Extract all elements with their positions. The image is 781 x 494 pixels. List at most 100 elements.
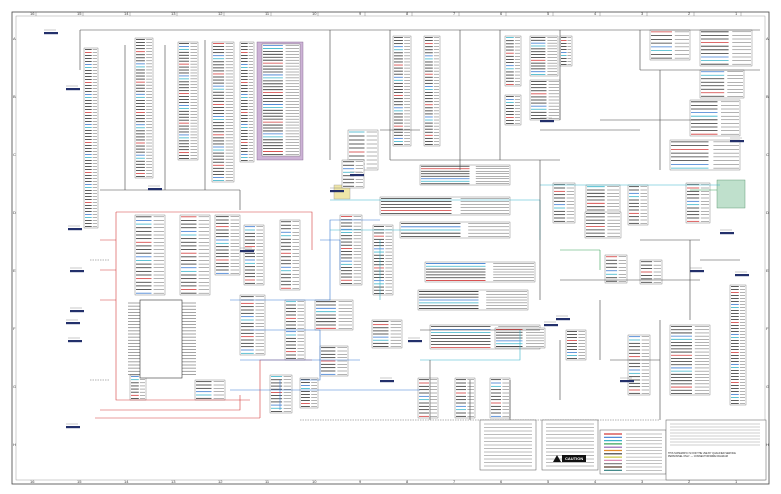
connector-block (699, 69, 745, 99)
border-letter: G (766, 384, 769, 389)
connector-block (214, 214, 241, 276)
connector-block-frame (552, 182, 576, 224)
border-number: 4 (594, 479, 597, 484)
caution-triangle-icon (553, 455, 561, 462)
connector-block (489, 377, 511, 419)
connector-block (669, 324, 711, 396)
border-number: 14 (124, 11, 129, 16)
border-number: 16 (30, 479, 35, 484)
connector-block-frame (423, 35, 441, 147)
border-letter: C (766, 152, 769, 157)
border-number: 15 (77, 479, 82, 484)
border-number: 2 (688, 479, 691, 484)
connector-tag (70, 270, 84, 273)
connector-block (269, 374, 293, 414)
connector-block (559, 35, 573, 67)
connector-block-frame (454, 377, 476, 419)
connector-block-frame (339, 214, 363, 286)
connector-block-frame (194, 379, 226, 401)
connector-block (339, 214, 363, 286)
connector-block (454, 377, 476, 419)
border-number: 15 (77, 11, 82, 16)
connector-block (419, 164, 511, 186)
border-number: 10 (312, 11, 317, 16)
connector-tag (730, 140, 744, 143)
connector-block (423, 35, 441, 147)
wire-runs (79, 29, 760, 421)
connector-tag (66, 426, 80, 429)
border-number: 4 (594, 11, 597, 16)
green-wire (560, 189, 717, 270)
connector-tag (540, 120, 554, 123)
border-number: 6 (500, 479, 503, 484)
title-block-text: THIS SCHEMATIC IS FOR THE USE BY QUALIFI… (668, 452, 770, 482)
connector-block-frame (129, 374, 147, 401)
border-number: 2 (688, 11, 691, 16)
connector-tag (544, 324, 558, 327)
border-number: 1 (735, 11, 738, 16)
connector-block-frame (649, 29, 691, 61)
connector-block (129, 374, 147, 401)
connector-block (669, 139, 741, 171)
connector-block-frame (689, 99, 741, 137)
border-number: 7 (453, 479, 456, 484)
connector-block-frame (504, 35, 522, 87)
connector-tag (66, 88, 80, 91)
connector-block (279, 219, 301, 291)
connector-tag (70, 310, 84, 313)
connector-block-frame (279, 219, 301, 291)
border-letter: D (13, 210, 16, 215)
connector-tag (690, 270, 704, 273)
connector-block-frame (529, 35, 559, 77)
connector-block-frame (211, 41, 235, 183)
border-letter: E (13, 268, 16, 273)
border-number: 5 (547, 11, 550, 16)
title-line-2: PERSONNEL ONLY. — CONNECTOR/WIRE DIAGRAM (668, 455, 728, 458)
connector-block (729, 284, 747, 406)
connector-block-frame (269, 374, 293, 414)
border-letter: A (766, 36, 769, 41)
border-letter: F (13, 326, 16, 331)
connector-block-frame (392, 35, 412, 147)
connector-block (83, 47, 99, 229)
connector-block (529, 79, 561, 121)
title-line-1: THIS SCHEMATIC IS FOR THE USE BY QUALIFI… (668, 452, 736, 455)
connector-block (685, 182, 711, 224)
connector-block-frame (372, 224, 394, 296)
connector-block (399, 221, 511, 239)
connector-block (392, 35, 412, 147)
border-number: 3 (641, 479, 644, 484)
connector-block (699, 29, 753, 67)
connector-block (211, 41, 235, 183)
red-wire-harness (100, 211, 313, 411)
connector-block-frame (627, 184, 649, 226)
connector-block (261, 43, 301, 157)
connector-block (134, 37, 154, 179)
border-letter: E (766, 268, 769, 273)
connector-tag (148, 188, 162, 191)
border-letter: H (13, 442, 16, 447)
border-number: 8 (406, 479, 409, 484)
connector-block-frame (239, 294, 266, 356)
connector-tag (44, 32, 58, 35)
border-letter: D (766, 210, 769, 215)
connector-tag (68, 228, 82, 231)
border-letter: B (766, 94, 769, 99)
connector-block-frame (685, 182, 711, 224)
connector-block-frame (177, 41, 199, 161)
border-number: 11 (265, 11, 270, 16)
connector-tag (240, 250, 254, 253)
connector-tag (620, 380, 634, 383)
connector-block (627, 334, 651, 396)
border-number: 12 (218, 11, 223, 16)
border-number: 11 (265, 479, 270, 484)
connector-block (424, 261, 536, 283)
connector-block (417, 289, 529, 311)
border-number: 5 (547, 479, 550, 484)
connector-tag (556, 318, 570, 321)
border-number: 1 (735, 479, 738, 484)
connector-block-frame (134, 214, 166, 296)
border-number: 8 (406, 11, 409, 16)
connector-block (649, 29, 691, 61)
